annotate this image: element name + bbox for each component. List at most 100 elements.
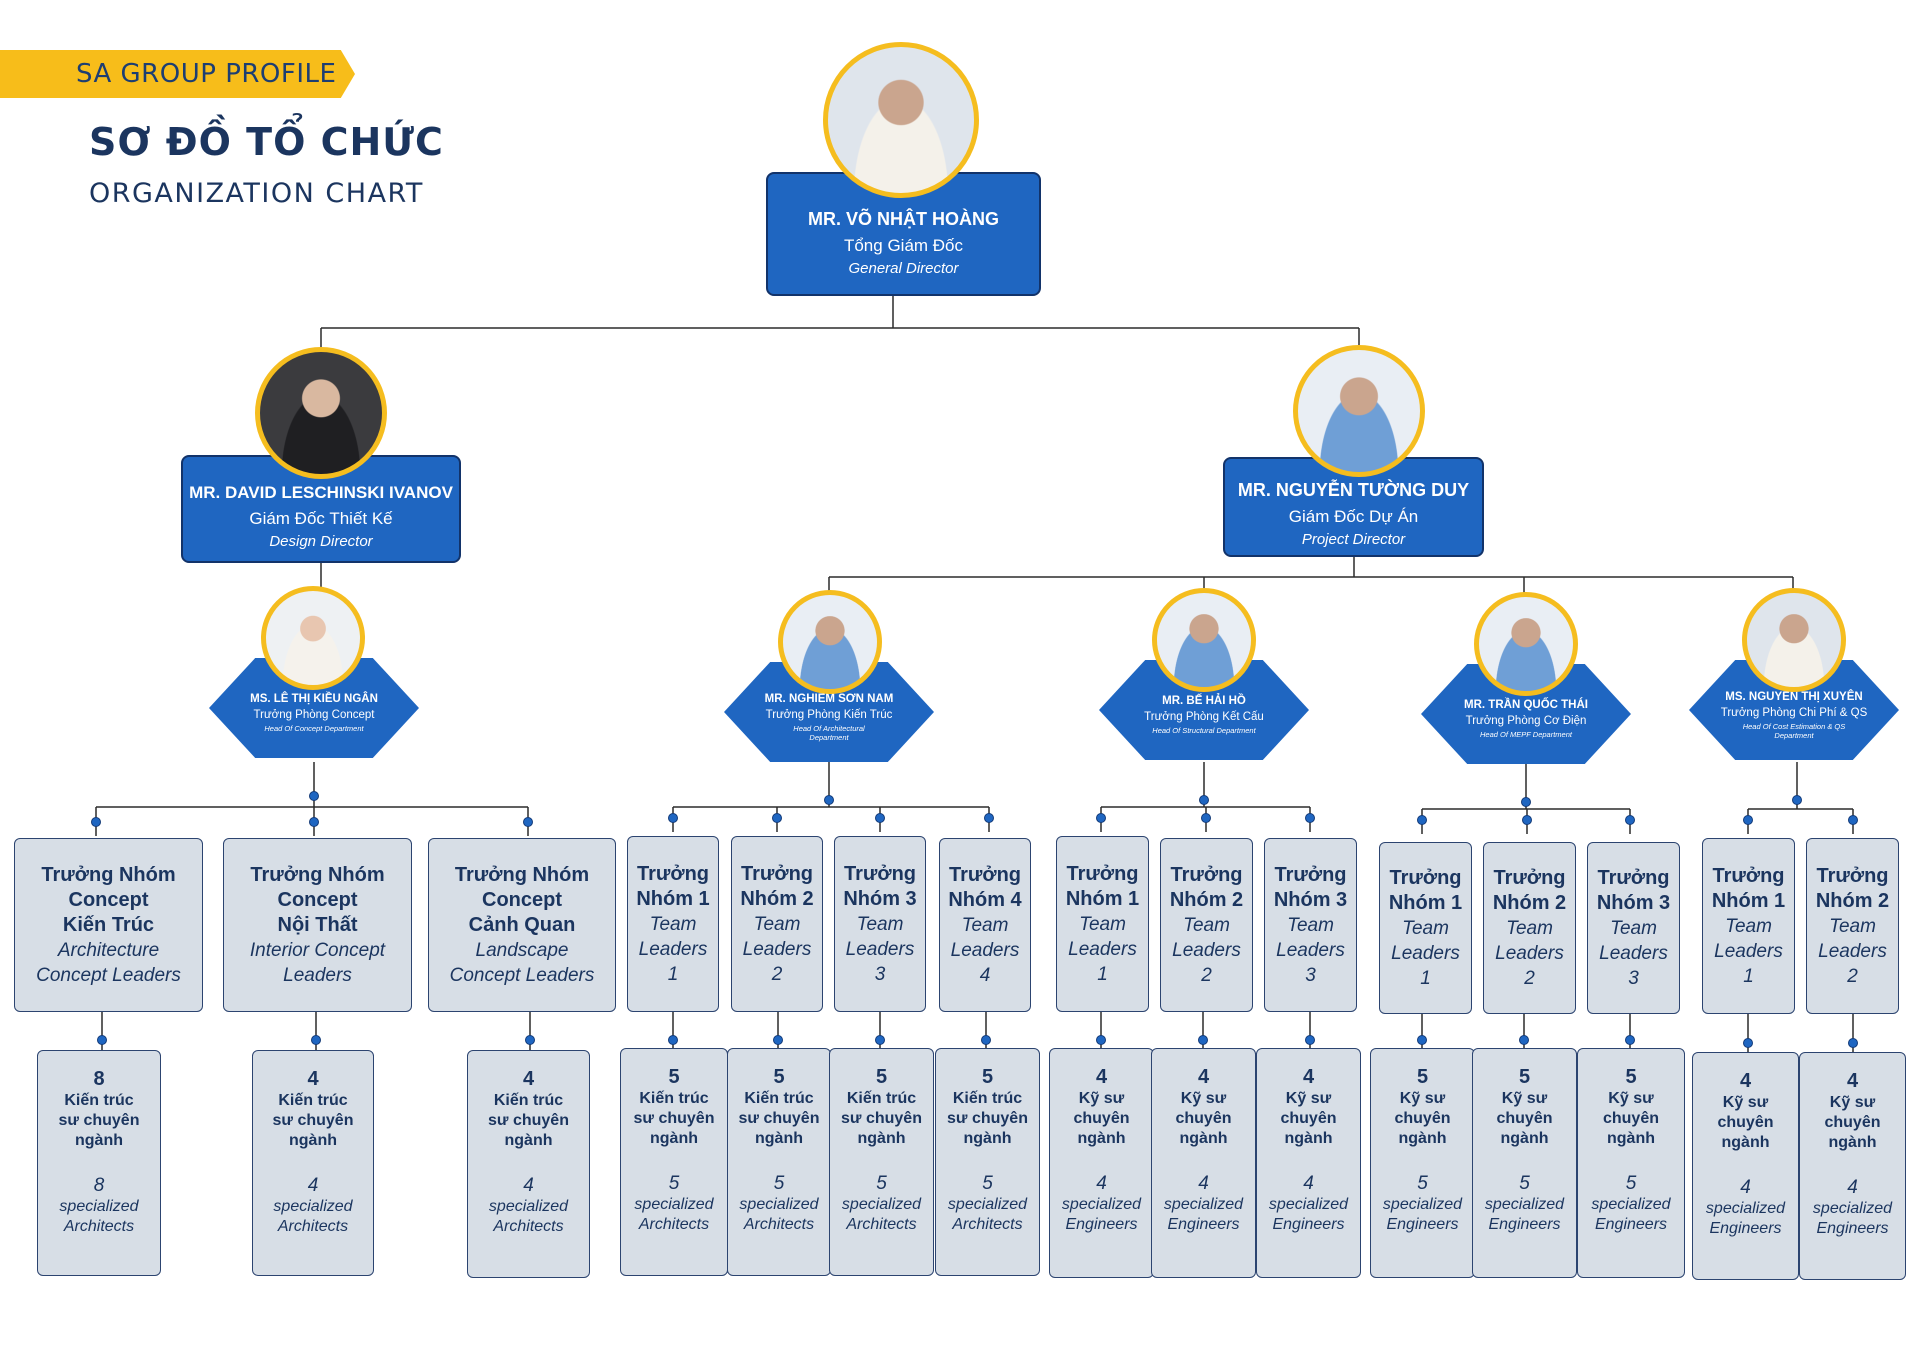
member-card: 4 Kỹ sư chuyên ngành 4 specialized Engin… <box>1256 1048 1361 1278</box>
structural-head-title-en: Head Of Structural Department <box>1152 726 1256 735</box>
member-count-en: 5 <box>1519 1173 1530 1194</box>
leader-title-en: Interior Concept Leaders <box>249 939 386 986</box>
mepf-head-title-vi: Trưởng Phòng Cơ Điện <box>1465 715 1587 727</box>
member-role-en: specialized Engineers <box>1591 1196 1671 1233</box>
member-count: 4 <box>1095 1066 1108 1088</box>
structural-head-card: MR. BẾ HẢI HỒ Trưởng Phòng Kết Cấu Head … <box>1099 660 1309 760</box>
connector-dot <box>1417 1035 1427 1045</box>
member-role-en: specialized Engineers <box>1268 1196 1349 1233</box>
connector-dot <box>1848 1038 1858 1048</box>
member-role-vi: Kỹ sư chuyên ngành <box>1496 1090 1553 1147</box>
member-role-en: specialized Architects <box>739 1196 819 1233</box>
page-title: SƠ ĐỒ TỔ CHỨC <box>89 120 444 164</box>
member-role-vi: Kiến trúc sư chuyên ngành <box>947 1090 1028 1147</box>
connector-dot <box>1848 815 1858 825</box>
connector-dot <box>91 817 101 827</box>
project-director-card: MR. NGUYỄN TƯỜNG DUY Giám Đốc Dự Án Proj… <box>1223 457 1484 557</box>
leader-title-en: Team Leaders 3 <box>1599 917 1668 989</box>
connector-dot <box>984 813 994 823</box>
mepf-head-avatar <box>1474 592 1578 696</box>
cost-head-title-en: Head Of Cost Estimation & QS Department <box>1742 721 1846 740</box>
member-count: 5 <box>981 1066 994 1088</box>
leader-title-en: Architecture Concept Leaders <box>36 939 181 986</box>
connector-dot <box>1743 815 1753 825</box>
member-role-en: specialized Engineers <box>1382 1196 1463 1233</box>
member-count-en: 5 <box>773 1173 785 1194</box>
member-count: 8 <box>93 1068 105 1090</box>
leader-card: Trưởng Nhóm 2 Team Leaders 2 <box>1806 838 1899 1014</box>
leader-title-vi: Trưởng Nhóm 4 <box>948 863 1022 911</box>
member-count: 4 <box>1197 1066 1210 1088</box>
member-role-vi: Kiến trúc sư chuyên ngành <box>272 1092 354 1149</box>
member-count-en: 4 <box>1303 1173 1314 1194</box>
leader-title-vi: Trưởng Nhóm 1 <box>1388 866 1463 914</box>
general-director-title-vi: Tổng Giám Đốc <box>843 236 964 255</box>
connector-dot <box>981 1035 991 1045</box>
member-count: 5 <box>668 1066 680 1088</box>
member-role-vi: Kiến trúc sư chuyên ngành <box>841 1090 922 1147</box>
member-role-vi: Kỹ sư chuyên ngành <box>1073 1090 1130 1147</box>
member-count-en: 4 <box>1198 1173 1209 1194</box>
member-role-vi: Kiến trúc sư chuyên ngành <box>488 1092 569 1149</box>
member-card: 5 Kỹ sư chuyên ngành 5 specialized Engin… <box>1370 1048 1475 1278</box>
member-count-en: 5 <box>1625 1173 1637 1194</box>
connector-dot <box>309 817 319 827</box>
leader-title-vi: Trưởng Nhóm 3 <box>843 862 917 910</box>
member-count-en: 5 <box>1417 1173 1428 1194</box>
leader-title-en: Team Leaders 2 <box>1495 917 1564 989</box>
leader-title-vi: Trưởng Nhóm Concept Cảnh Quan <box>454 863 590 936</box>
leader-title-vi: Trưởng Nhóm 2 <box>1169 863 1244 911</box>
structural-head-title-vi: Trưởng Phòng Kết Cấu <box>1144 711 1264 723</box>
member-card: 4 Kiến trúc sư chuyên ngành 4 specialize… <box>252 1050 374 1276</box>
general-director-title-en: General Director <box>848 260 959 277</box>
page-subtitle: ORGANIZATION CHART <box>89 178 424 209</box>
connector-dot <box>1625 815 1635 825</box>
cost-head-name: MS. NGUYỄN THỊ XUYÊN <box>1725 690 1863 703</box>
project-director-title-en: Project Director <box>1301 531 1406 548</box>
member-role-vi: Kiến trúc sư chuyên ngành <box>738 1090 820 1147</box>
member-count-en: 5 <box>668 1173 680 1194</box>
connector-dot <box>1198 1035 1208 1045</box>
member-count-en: 4 <box>307 1175 319 1196</box>
connector-dot <box>1096 1035 1106 1045</box>
member-role-en: specialized Engineers <box>1163 1196 1244 1233</box>
member-count: 5 <box>1518 1066 1531 1088</box>
connector-dot <box>1417 815 1427 825</box>
leader-title-en: Team Leaders 1 <box>1068 913 1137 985</box>
member-card: 4 Kiến trúc sư chuyên ngành 4 specialize… <box>467 1050 590 1278</box>
member-card: 4 Kỹ sư chuyên ngành 4 specialized Engin… <box>1049 1048 1154 1278</box>
leader-card: Trưởng Nhóm 1 Team Leaders 1 <box>1379 842 1472 1014</box>
leader-card: Trưởng Nhóm 2 Team Leaders 2 <box>731 836 823 1012</box>
member-role-vi: Kỹ sư chuyên ngành <box>1602 1090 1659 1147</box>
leader-title-vi: Trưởng Nhóm 3 <box>1596 866 1671 914</box>
architecture-head-dot <box>824 795 834 805</box>
leader-title-vi: Trưởng Nhóm Concept Nội Thất <box>250 863 385 936</box>
design-director-title-en: Design Director <box>269 532 373 550</box>
project-director-avatar <box>1293 345 1425 477</box>
connector-dot <box>525 1035 535 1045</box>
connector-dot <box>523 817 533 827</box>
leader-card: Trưởng Nhóm 1 Team Leaders 1 <box>1702 838 1795 1014</box>
design-director-title-vi: Giám Đốc Thiết Kế <box>249 508 393 528</box>
concept-head-title-en: Head Of Concept Department <box>264 724 364 733</box>
connector-dot <box>668 1035 678 1045</box>
member-count: 5 <box>773 1066 785 1088</box>
member-card: 4 Kỹ sư chuyên ngành 4 specialized Engin… <box>1692 1052 1799 1280</box>
member-count-en: 5 <box>876 1173 887 1194</box>
leader-title-vi: Trưởng Nhóm 2 <box>740 862 814 910</box>
member-count: 4 <box>1846 1070 1859 1092</box>
member-role-vi: Kỹ sư chuyên ngành <box>1717 1094 1774 1151</box>
member-count: 4 <box>307 1068 319 1090</box>
leader-card: Trưởng Nhóm 2 Team Leaders 2 <box>1483 842 1576 1014</box>
architecture-head-title-vi: Trưởng Phòng Kiến Trúc <box>765 708 893 721</box>
leader-title-en: Team Leaders 1 <box>1391 917 1460 989</box>
leader-title-en: Team Leaders 3 <box>845 913 915 985</box>
connector-dot <box>1305 1035 1315 1045</box>
member-card: 5 Kiến trúc sư chuyên ngành 5 specialize… <box>620 1048 728 1276</box>
architecture-head-title-en: Head Of Architectural Department <box>793 723 865 742</box>
member-count: 4 <box>1739 1070 1752 1092</box>
cost-head-avatar <box>1742 588 1846 692</box>
design-director-avatar <box>255 347 387 479</box>
member-role-vi: Kiến trúc sư chuyên ngành <box>58 1092 140 1149</box>
member-count-en: 4 <box>1847 1177 1858 1198</box>
